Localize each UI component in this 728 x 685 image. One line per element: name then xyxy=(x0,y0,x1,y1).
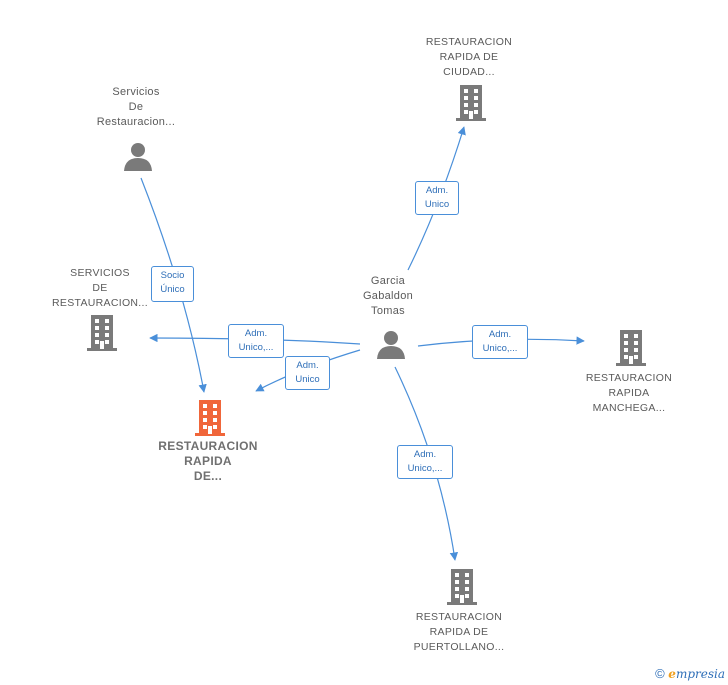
building-icon[interactable] xyxy=(447,569,477,605)
edge-label-line: Unico xyxy=(424,199,450,210)
name-line: RAPIDA DE xyxy=(439,51,499,63)
name-line: PUERTOLLANO... xyxy=(413,641,505,653)
name-line: Restauracion... xyxy=(96,116,176,128)
edge-label-line: Adm. xyxy=(413,449,437,460)
name-line: DE xyxy=(92,282,108,294)
brand-initial: e xyxy=(668,667,676,681)
name-line: CIUDAD... xyxy=(443,66,495,78)
edge-label-socio[interactable]: Socio Único xyxy=(151,266,194,302)
person-icon[interactable] xyxy=(375,328,407,360)
brand-logo: empresia xyxy=(668,667,725,681)
edge-label-focus[interactable]: Adm. Unico xyxy=(285,356,330,390)
name-line: RESTAURACION xyxy=(415,611,503,623)
name-line: RAPIDA xyxy=(608,387,650,399)
name-line: RESTAURACION... xyxy=(52,297,148,309)
name-line: Gabaldon xyxy=(362,290,414,302)
name-line: RESTAURACION xyxy=(425,36,513,48)
name-line: Tomas xyxy=(371,305,405,317)
edge-label-servicios[interactable]: Adm. Unico,... xyxy=(228,324,284,358)
name-line: RAPIDA DE xyxy=(429,626,489,638)
person-icon[interactable] xyxy=(122,140,154,172)
edge-label-ciudad[interactable]: Adm. Unico xyxy=(415,181,459,215)
building-icon[interactable] xyxy=(195,400,225,436)
company-servicios-name[interactable]: SERVICIOS DE RESTAURACION... xyxy=(44,266,156,311)
edge-label-line: Unico xyxy=(295,374,320,385)
name-line: De xyxy=(128,101,144,113)
edge-label-line: Adm. xyxy=(488,329,512,340)
name-line: DE... xyxy=(193,469,223,483)
edge-label-line: Socio xyxy=(160,270,185,281)
footer-brand: © empresia xyxy=(655,666,725,681)
building-icon[interactable] xyxy=(87,315,117,351)
company-puertollano-name[interactable]: RESTAURACION RAPIDA DE PUERTOLLANO... xyxy=(400,610,518,655)
name-line: SERVICIOS xyxy=(70,267,130,279)
name-line: RESTAURACION xyxy=(158,439,258,453)
edge-label-line: Unico,... xyxy=(238,342,274,353)
edge-label-line: Adm. xyxy=(425,185,449,196)
person-center-name[interactable]: Garcia Gabaldon Tomas xyxy=(343,274,433,319)
edge-label-line: Unico,... xyxy=(482,343,518,354)
edge-label-puertollano[interactable]: Adm. Unico,... xyxy=(397,445,453,479)
company-ciudad-name[interactable]: RESTAURACION RAPIDA DE CIUDAD... xyxy=(410,35,528,80)
name-line: MANCHEGA... xyxy=(592,402,666,414)
name-line: RESTAURACION xyxy=(585,372,673,384)
edge-label-line: Adm. xyxy=(296,360,319,371)
name-line: Servicios xyxy=(112,86,160,98)
building-icon[interactable] xyxy=(456,85,486,121)
building-icon[interactable] xyxy=(616,330,646,366)
brand-name: mpresia xyxy=(675,667,725,681)
edge-label-line: Unico,... xyxy=(407,463,443,474)
company-focus-name[interactable]: RESTAURACION RAPIDA DE... xyxy=(146,439,270,484)
edge-label-line: Único xyxy=(160,284,185,295)
copyright-icon: © xyxy=(655,666,665,681)
edge-label-line: Adm. xyxy=(244,328,268,339)
company-manchega-name[interactable]: RESTAURACION RAPIDA MANCHEGA... xyxy=(572,371,686,416)
person-servicios-name[interactable]: Servicios De Restauracion... xyxy=(85,85,187,130)
name-line: Garcia xyxy=(370,275,406,287)
name-line: RAPIDA xyxy=(184,454,232,468)
edge-label-manchega[interactable]: Adm. Unico,... xyxy=(472,325,528,359)
